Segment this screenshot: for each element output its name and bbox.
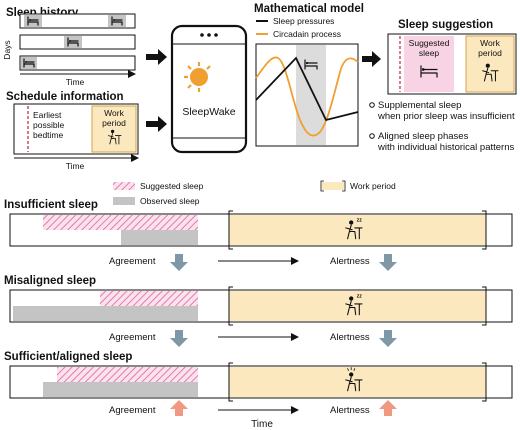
scenario-insufficient: Insufficient sleep zz Agreement Alertnes…	[4, 199, 513, 271]
suggestion-title: Sleep suggestion	[398, 19, 493, 31]
legend: Suggested sleep Observed sleep Work peri…	[113, 180, 396, 206]
drowsy-worker-icon: zz	[345, 294, 363, 316]
bed-icon	[27, 16, 39, 26]
schedule-time-label: Time	[66, 161, 85, 171]
legend-work-label: Work period	[350, 181, 396, 191]
model-title: Mathematical model	[254, 3, 364, 15]
legend-observed-swatch	[113, 197, 135, 205]
legend-work-swatch	[322, 182, 344, 190]
app-name: SleepWake	[182, 106, 235, 118]
input-arrow	[146, 116, 167, 132]
drowsy-worker-icon: zz	[345, 218, 363, 240]
schedule-info-title: Schedule information	[6, 91, 124, 103]
agreement-up-arrow-icon	[170, 400, 188, 416]
suggested-sleep-bar	[57, 367, 198, 382]
bullet-icon	[369, 102, 375, 108]
svg-text:zz: zz	[357, 294, 363, 300]
model-sleep-window	[296, 45, 326, 145]
history-day-bar	[19, 13, 136, 29]
scenario-title: Misaligned sleep	[4, 275, 96, 287]
alertness-down-arrow-icon	[379, 330, 397, 347]
suggestion-work-line-2: period	[478, 48, 502, 58]
work-period-box	[465, 35, 515, 93]
bed-icon	[304, 59, 318, 70]
bed-icon	[67, 37, 79, 47]
svg-text:zz: zz	[357, 218, 363, 224]
bed-icon	[420, 65, 438, 78]
phone-body	[170, 24, 248, 154]
suggested-sleep-bar	[100, 291, 198, 306]
history-time-label: Time	[66, 77, 85, 87]
alertness-label: Alertness	[330, 332, 370, 343]
bedtime-label-line-2: possible	[33, 120, 64, 130]
work-period-bar	[229, 291, 486, 321]
scenario-sufficient-aligned: Sufficient/aligned sleep Agreement Alert…	[4, 351, 513, 430]
sleep-history-panel: Sleep history Days Time	[2, 7, 136, 87]
phone-app: SleepWake	[170, 24, 248, 154]
legend-circadian-process: Circadain process	[273, 29, 341, 39]
scenario-title: Sufficient/aligned sleep	[4, 351, 132, 363]
sun-moon-logo-icon	[184, 62, 231, 92]
observed-sleep-bar	[13, 306, 198, 321]
desk-worker-icon	[107, 129, 122, 145]
work-label-line-1: Work	[104, 108, 124, 118]
bedtime-label-line-1: Earliest	[33, 110, 62, 120]
agreement-label: Agreement	[109, 256, 156, 267]
work-label-line-2: period	[102, 118, 126, 128]
bullet-icon	[369, 133, 375, 139]
observed-sleep-bar	[43, 382, 198, 397]
bed-icon	[111, 16, 123, 26]
time-label: Time	[251, 419, 273, 430]
history-sleep-block	[21, 57, 37, 69]
agreement-label: Agreement	[109, 405, 156, 416]
bullet-2-line-2: with individual historical patterns	[377, 142, 514, 153]
alertness-label: Alertness	[330, 405, 370, 416]
legend-suggested-swatch	[113, 182, 135, 190]
legend-suggested-label: Suggested sleep	[140, 181, 204, 191]
scenario-misaligned: Misaligned sleep zz Agreement Alertness	[4, 275, 513, 347]
days-axis-label: Days	[2, 40, 12, 59]
suggested-sleep-block	[404, 36, 454, 92]
input-arrow	[146, 49, 167, 65]
work-period-box	[91, 105, 137, 153]
work-period-bar	[229, 367, 486, 397]
schedule-info-panel: Schedule information Earliest possible b…	[6, 91, 139, 171]
suggested-sleep-bar	[43, 215, 198, 230]
agreement-down-arrow-icon	[170, 330, 188, 347]
observed-sleep-bar	[121, 230, 198, 245]
suggestion-work-line-1: Work	[480, 38, 500, 48]
alertness-label: Alertness	[330, 256, 370, 267]
work-period-bar	[229, 215, 486, 245]
output-arrow	[362, 51, 381, 67]
bullet-1-line-2: when prior sleep was insufficient	[377, 111, 515, 122]
bullet-1-line-1: Supplemental sleep	[378, 100, 461, 111]
mathematical-model-panel: Mathematical model Sleep pressures Circa…	[254, 3, 364, 147]
sleep-suggestion-panel: Sleep suggestion Suggested sleep Work pe…	[369, 19, 517, 153]
agreement-down-arrow-icon	[170, 254, 188, 271]
agreement-label: Agreement	[109, 332, 156, 343]
circadian-process-line	[255, 56, 359, 137]
bedtime-label-line-3: bedtime	[33, 130, 64, 140]
suggested-label-line-2: sleep	[419, 48, 440, 58]
sleep-pressure-line	[255, 56, 359, 122]
bullet-2-line-1: Aligned sleep phases	[378, 131, 469, 142]
alertness-up-arrow-icon	[379, 400, 397, 416]
scenario-title: Insufficient sleep	[4, 199, 98, 211]
history-sleep-block	[64, 36, 82, 48]
history-day-bar	[19, 55, 136, 71]
history-sleep-block	[108, 15, 126, 27]
alertness-down-arrow-icon	[379, 254, 397, 271]
desk-worker-icon	[482, 63, 499, 82]
legend-observed-label: Observed sleep	[140, 196, 200, 206]
suggested-label-line-1: Suggested	[409, 38, 450, 48]
bed-icon	[23, 58, 35, 68]
history-sleep-block	[24, 15, 42, 27]
legend-sleep-pressures: Sleep pressures	[273, 16, 334, 26]
alert-worker-icon	[345, 367, 363, 392]
